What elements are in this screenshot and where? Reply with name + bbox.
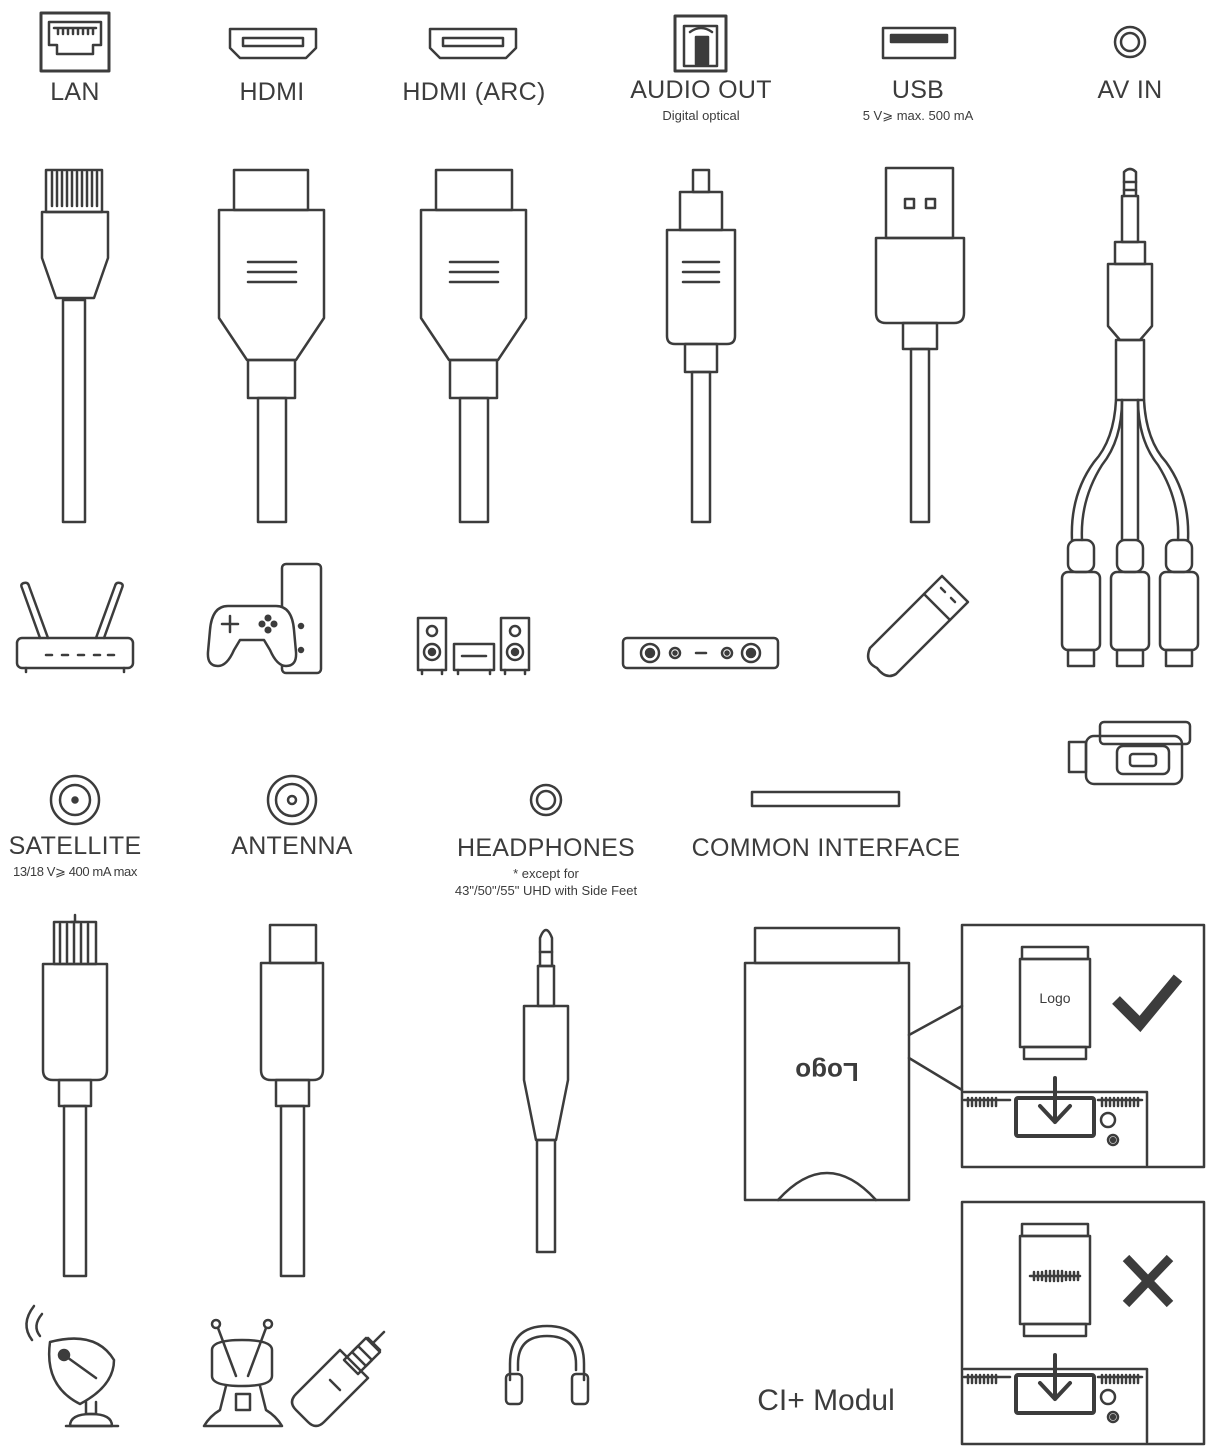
ci-module-caption: CI+ Modul [757, 1384, 895, 1417]
satellite-sublabel: 13/18 V⩾ 400 mA max [13, 864, 137, 879]
headphone-cable [524, 930, 568, 1252]
ci-module-card [745, 928, 909, 1200]
ci-small-card-logo-text: Logo [1039, 990, 1071, 1006]
speaker-system-icon [418, 618, 529, 674]
ci-card-logo-text: Logo [795, 1057, 859, 1087]
usb-stick-icon [868, 576, 968, 676]
optical-cable [667, 170, 735, 522]
headphones-label: HEADPHONES [456, 834, 636, 862]
soundbar-icon [623, 638, 778, 668]
usb-port-icon [883, 28, 955, 58]
down-arrow-icon [1040, 1078, 1070, 1122]
satellite-label: SATELLITE [8, 832, 142, 860]
hdmi-cable [219, 170, 324, 522]
hdmi-arc-label: HDMI (ARC) [402, 78, 546, 106]
satellite-dish-icon [26, 1306, 118, 1426]
av-in-label: AV IN [1097, 76, 1163, 104]
common-interface-label: COMMON INTERFACE [691, 834, 961, 862]
callout-lines [909, 1006, 962, 1090]
lan-cable [42, 170, 108, 522]
audio-out-label: AUDIO OUT [630, 76, 772, 104]
usb-sublabel: 5 V⩾ max. 500 mA [862, 108, 974, 123]
hdmi-arc-port-icon [430, 29, 516, 58]
antenna-cable [261, 925, 323, 1276]
antenna-label: ANTENNA [231, 832, 353, 860]
camcorder-icon [1069, 722, 1190, 784]
cross-icon [1126, 1258, 1170, 1304]
router-icon [17, 583, 133, 672]
headphone-port-icon [531, 785, 561, 815]
antenna-icon [204, 1320, 282, 1426]
audio-out-sublabel: Digital optical [662, 108, 740, 123]
headphones-icon [506, 1326, 588, 1404]
ci-slot-icon [752, 792, 899, 806]
hdmi-label: HDMI [239, 78, 305, 106]
lan-label: LAN [50, 78, 100, 106]
coax-plug-icon [292, 1332, 384, 1426]
av-cable [1062, 169, 1198, 666]
av-port-icon [1115, 27, 1145, 57]
satellite-cable [43, 915, 107, 1276]
hdmi-arc-cable [421, 170, 526, 522]
hdmi-port-icon [230, 29, 316, 58]
checkmark-icon [1116, 978, 1178, 1024]
headphones-note-models: 43"/50"/55" UHD with Side Feet [454, 883, 638, 898]
ci-correct-panel [962, 925, 1204, 1167]
ci-wrong-panel [962, 1202, 1204, 1444]
game-console-icon [208, 564, 321, 673]
usb-cable [876, 168, 964, 522]
satellite-port-icon [51, 776, 99, 824]
antenna-port-icon [268, 776, 316, 824]
lan-port-icon [41, 13, 109, 71]
headphones-note: * except for [513, 866, 579, 881]
usb-label: USB [891, 76, 945, 104]
optical-port-icon [675, 16, 726, 71]
